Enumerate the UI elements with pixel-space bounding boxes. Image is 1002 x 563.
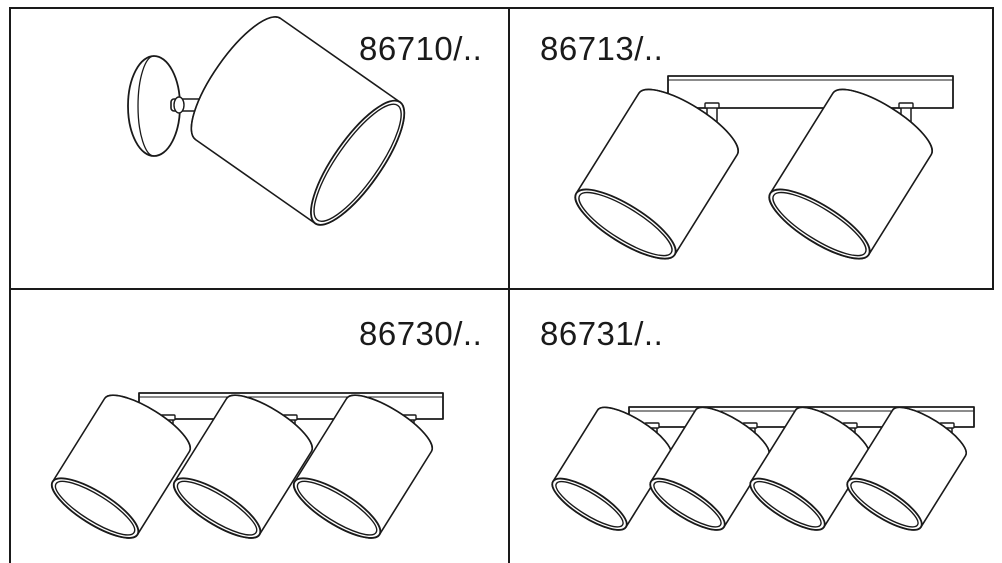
- shade-rim-inner: [578, 191, 673, 257]
- shade-1: [551, 406, 672, 531]
- shade-top-edge: [638, 88, 739, 156]
- shade-rim-inner: [850, 480, 919, 528]
- shade-rim-outer: [292, 477, 382, 539]
- grid-line-outer-right: [992, 7, 994, 289]
- grid-line-middle: [9, 288, 994, 290]
- panel-86713: 86713/..: [510, 9, 992, 288]
- shade-1: [574, 88, 739, 260]
- shade-rim-inner: [753, 480, 822, 528]
- shade-rim-inner: [54, 480, 136, 536]
- shade-1: [50, 394, 192, 539]
- shade-3: [292, 394, 434, 539]
- shade-top-edge: [346, 394, 433, 452]
- shade-rim-outer: [768, 188, 871, 260]
- shade-top-edge: [891, 406, 967, 457]
- shade-top-edge: [190, 16, 281, 141]
- shade-rim-inner: [653, 480, 722, 528]
- shade: [190, 16, 406, 226]
- product-code: 86731/..: [540, 315, 664, 352]
- shade-top-edge: [596, 406, 672, 457]
- shade-rim-outer: [50, 477, 140, 539]
- shade-rim-outer: [310, 99, 406, 226]
- grid-line-outer-left: [9, 7, 11, 563]
- ceiling-spotlight-bar-icon: [574, 75, 954, 260]
- wall-spotlight-icon: [127, 16, 406, 226]
- shade-rim-inner: [313, 103, 402, 222]
- product-code: 86730/..: [359, 315, 483, 352]
- shade-2: [768, 88, 933, 260]
- shade-2: [172, 394, 314, 539]
- shade-3: [749, 406, 870, 531]
- shade-rim-outer: [846, 477, 923, 531]
- shade-top-edge: [104, 394, 191, 452]
- shade-2: [649, 406, 770, 531]
- panel-86731: 86731/..: [510, 290, 992, 563]
- shade-rim-outer: [649, 477, 726, 531]
- panel-86710: 86710/..: [11, 9, 508, 288]
- panel-86730: 86730/..: [11, 290, 508, 563]
- shade-top-edge: [226, 394, 313, 452]
- shade-rim-outer: [749, 477, 826, 531]
- shade-top-edge: [832, 88, 933, 156]
- product-code: 86713/..: [540, 30, 664, 67]
- joint-2-cap: [898, 102, 914, 109]
- wall-plate-edge: [137, 55, 155, 157]
- product-code: 86710/..: [359, 30, 483, 67]
- grid-line-center: [508, 7, 510, 563]
- shade-rim-inner: [555, 480, 624, 528]
- shade-rim-inner: [296, 480, 378, 536]
- shade-rim-outer: [172, 477, 262, 539]
- ceiling-spotlight-bar-icon: [551, 406, 975, 531]
- shade-4: [846, 406, 967, 531]
- shade-rim-inner: [176, 480, 258, 536]
- swivel-knob: [173, 96, 185, 114]
- joint-1-cap: [704, 102, 720, 109]
- ceiling-spotlight-bar-icon: [50, 392, 444, 539]
- shade-rim-outer: [574, 188, 677, 260]
- shade-rim-inner: [772, 191, 867, 257]
- shade-rim-outer: [551, 477, 628, 531]
- grid-line-top: [9, 7, 994, 9]
- shade-top-edge: [694, 406, 770, 457]
